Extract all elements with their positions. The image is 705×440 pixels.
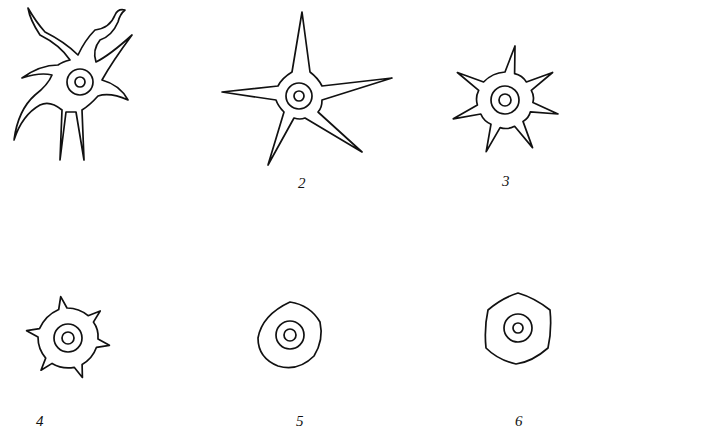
figure-number: 3 xyxy=(502,174,510,189)
figure-number: 5 xyxy=(296,414,304,429)
cell-nucleolus xyxy=(62,332,74,344)
cell-nucleus xyxy=(491,86,519,114)
cell-body xyxy=(27,297,110,378)
cell-body xyxy=(222,12,392,165)
cell-nucleus xyxy=(276,321,304,349)
cell-nucleolus xyxy=(499,94,511,106)
figure-number: 6 xyxy=(515,414,523,429)
figure-number: 4 xyxy=(36,414,44,429)
cell-nucleolus xyxy=(294,91,304,101)
cell-outlines xyxy=(14,8,558,378)
figure-number: 2 xyxy=(298,176,306,191)
cell-nucleus xyxy=(54,324,82,352)
cell-nucleus xyxy=(286,83,312,109)
cell-nucleolus xyxy=(513,323,523,333)
cell-body xyxy=(258,302,321,368)
cell-body xyxy=(485,293,550,364)
cell-body xyxy=(14,8,132,160)
cell-nucleus xyxy=(67,69,93,95)
cell-nucleolus xyxy=(75,77,85,87)
cell-body xyxy=(453,46,558,152)
cell-nucleus xyxy=(504,314,532,342)
cell-nucleolus xyxy=(284,329,296,341)
